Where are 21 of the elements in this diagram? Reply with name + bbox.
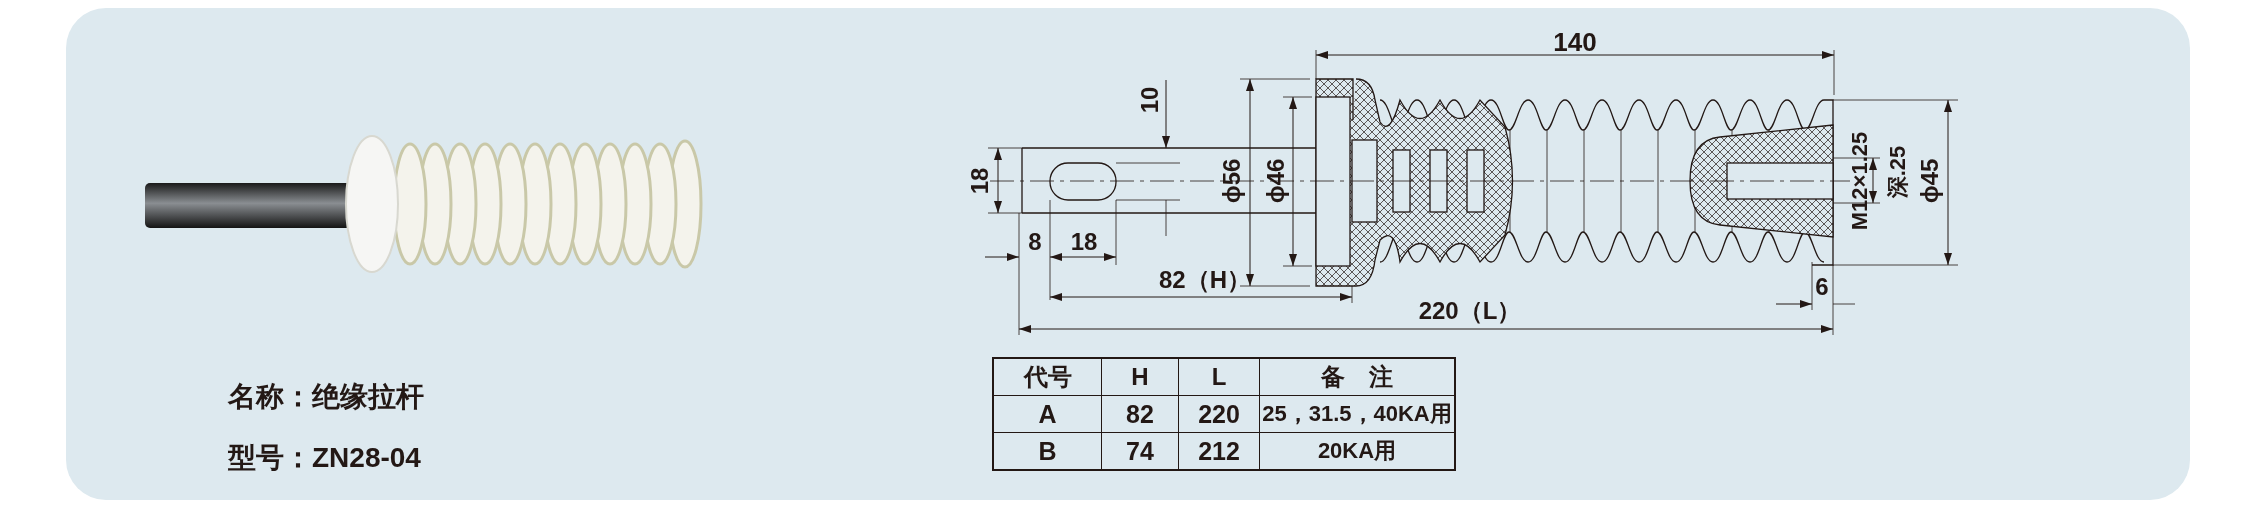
dimension-label: 8 xyxy=(1028,230,1042,254)
dimension-label: ϕ46 xyxy=(1264,158,1288,204)
header-cell: L xyxy=(1178,358,1260,396)
table-cell: 82 xyxy=(1101,395,1179,433)
product-info-text: 型号：ZN28-04 xyxy=(228,444,421,472)
dimension-label: 18 xyxy=(1070,230,1098,254)
dimension-label: 6 xyxy=(1815,275,1829,299)
dimension-label: 220（L） xyxy=(1418,299,1522,323)
dimension-label: 18 xyxy=(968,167,992,195)
dimension-label: 140 xyxy=(1553,29,1597,55)
header-cell: H xyxy=(1101,358,1179,396)
dimension-label: 10 xyxy=(1138,86,1162,114)
dimension-label: ϕ56 xyxy=(1220,158,1244,204)
dimension-label: 深.25 xyxy=(1887,145,1909,199)
dimension-label: M12×1.25 xyxy=(1849,131,1871,231)
header-cell: 代号 xyxy=(993,358,1102,396)
table-cell: 220 xyxy=(1178,395,1260,433)
product-info-text: 名称：绝缘拉杆 xyxy=(228,383,424,411)
table-cell: A xyxy=(993,395,1102,433)
dimension-label: ϕ45 xyxy=(1918,158,1942,204)
dimension-label: 82（H） xyxy=(1159,268,1251,292)
